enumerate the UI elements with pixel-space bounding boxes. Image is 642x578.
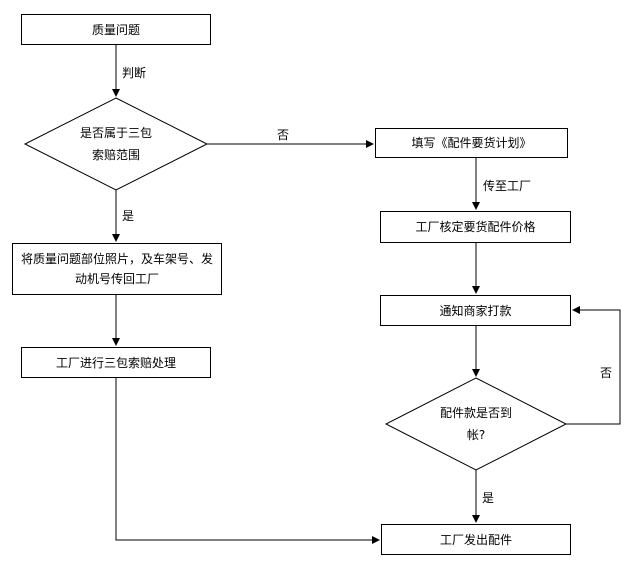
edge-label-no-1: 否 xyxy=(277,128,290,142)
node-send-photos: 将质量问题部位照片，及车架号、发 动机号传回工厂 xyxy=(12,243,222,295)
node-send-photos-text-2: 动机号传回工厂 xyxy=(74,272,159,286)
edge-label-yes-1: 是 xyxy=(122,209,135,223)
decision-payment-text: 配件款是否到 帐? xyxy=(416,402,536,446)
node-factory-ship: 工厂发出配件 xyxy=(381,524,571,555)
node-notify-dealer-text: 通知商家打款 xyxy=(439,303,512,318)
decision-warranty-text-1: 是否属于三包 xyxy=(79,126,152,140)
node-factory-warranty: 工厂进行三包索赔处理 xyxy=(21,347,211,378)
node-factory-ship-text: 工厂发出配件 xyxy=(439,532,512,547)
decision-payment-text-2: 帐? xyxy=(466,428,486,442)
edge-label-judge: 判断 xyxy=(122,66,147,80)
node-quality-issue: 质量问题 xyxy=(21,14,211,45)
node-send-photos-text-1: 将质量问题部位照片，及车架号、发 xyxy=(20,252,213,266)
node-factory-price: 工厂核定要货配件价格 xyxy=(380,211,571,243)
node-fill-plan: 填写《配件要货计划》 xyxy=(375,128,568,158)
arrow-payment-loop-back xyxy=(566,306,621,425)
node-factory-warranty-text: 工厂进行三包索赔处理 xyxy=(55,355,176,370)
decision-warranty-text: 是否属于三包 索赔范围 xyxy=(56,122,176,166)
node-factory-price-text: 工厂核定要货配件价格 xyxy=(415,220,536,234)
edge-label-no-2: 否 xyxy=(600,366,613,380)
node-quality-issue-text: 质量问题 xyxy=(91,22,140,37)
edge-label-yes-2: 是 xyxy=(482,491,495,505)
edge-label-send-factory: 传至工厂 xyxy=(483,179,532,193)
decision-warranty-text-2: 索赔范围 xyxy=(91,148,140,162)
arrow-warranty-to-ship xyxy=(115,378,380,544)
decision-payment-text-1: 配件款是否到 xyxy=(439,406,512,420)
node-fill-plan-text: 填写《配件要货计划》 xyxy=(411,136,532,150)
node-notify-dealer: 通知商家打款 xyxy=(380,295,571,326)
